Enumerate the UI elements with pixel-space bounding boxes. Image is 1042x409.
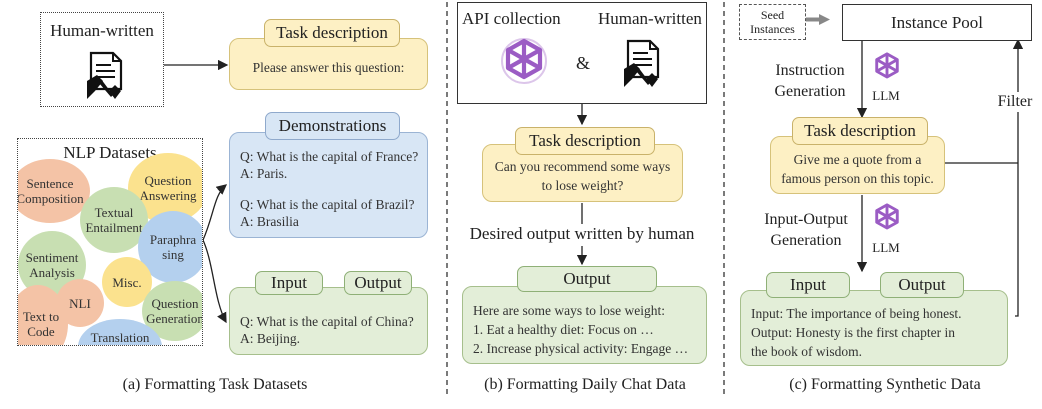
task-description-box-c: Give me a quote from a famous person on … [770,136,945,194]
output-tab-c: Output [880,272,964,298]
output-tab-b: Output [517,266,657,292]
demonstrations-tab: Demonstrations [265,112,400,140]
human-written-label-b: Human-written [598,9,702,28]
demo-q2: Q: What is the capital of Brazil? [240,197,415,212]
arrow-datasets-to-io [202,239,227,324]
seed-instances-label: Seed Instances [750,8,795,36]
caption-a: (a) Formatting Task Datasets [122,376,308,393]
input-tab-c: Input [766,272,850,298]
nlp-datasets-title: NLP Datasets [63,143,157,162]
instance-pool-label: Instance Pool [890,13,984,32]
demo-a1: A: Paris. [240,166,288,181]
llm-logo-icon-1 [869,50,905,86]
task-description-text-b: Can you recommend some ways to lose weig… [494,159,671,193]
demonstrations-box: Q: What is the capital of France? A: Par… [229,132,428,238]
nlp-datasets-box: NLP Datasets Sentence Composition Questi… [17,138,203,346]
io-generation-label: Input-Output Generation [764,211,848,249]
io-q-a: Q: What is the capital of China? [240,314,414,329]
filter-label: Filter [990,92,1040,112]
human-written-label: Human-written [50,21,154,40]
caption-c: (c) Formatting Synthetic Data [789,376,981,393]
io-text-c: Input: The importance of being honest. O… [751,306,962,359]
llm-logo-icon-2 [869,201,905,237]
hand-writing-document-icon-b [618,39,664,89]
arrow-datasets-to-demos [202,184,227,241]
task-description-text-a: Please answer this question: [252,60,405,75]
task-description-text-c: Give me a quote from a famous person on … [781,152,934,186]
bubble-sentence-composition: Sentence Composition [18,159,90,223]
input-tab-a: Input [255,271,323,295]
instruction-generation-label: Instruction Generation [774,62,846,100]
seed-arrow-head [819,14,830,25]
io-a-a: A: Beijing. [240,331,300,346]
llm-label-2: LLM [872,240,900,255]
arrow-filter-to-pool [1012,38,1024,317]
desired-output-label: Desired output written by human [469,224,695,243]
source-box-b: API collection Human-written & [457,2,707,104]
llm-label-1: LLM [872,88,900,103]
caption-b: (b) Formatting Daily Chat Data [484,376,686,393]
output-tab-a: Output [344,271,412,295]
demo-a2: A: Brasilia [240,214,299,229]
demo-q1: Q: What is the capital of France? [240,149,419,164]
task-description-tab-a: Task description [264,19,400,47]
bubble-paraphrasing: Paraphra sing [138,211,202,283]
input-output-box-c: Input: The importance of being honest. O… [740,290,1008,366]
openai-logo-icon [496,35,552,91]
instance-pool-box: Instance Pool [842,4,1032,41]
output-text-b: Here are some ways to lose weight: 1. Ea… [473,303,689,356]
input-output-box-a: Q: What is the capital of China? A: Beij… [229,287,428,355]
bubble-textual-entailment: Textual Entailment [80,187,148,253]
task-description-tab-c: Task description [792,117,928,145]
seed-instances-box: Seed Instances [739,4,806,40]
human-written-box: Human-written [40,12,164,107]
ampersand: & [576,53,591,73]
hand-writing-document-icon [81,51,127,101]
task-description-tab-b: Task description [515,127,655,155]
output-box-b: Here are some ways to lose weight: 1. Ea… [462,286,707,364]
api-collection-label: API collection [462,9,561,28]
